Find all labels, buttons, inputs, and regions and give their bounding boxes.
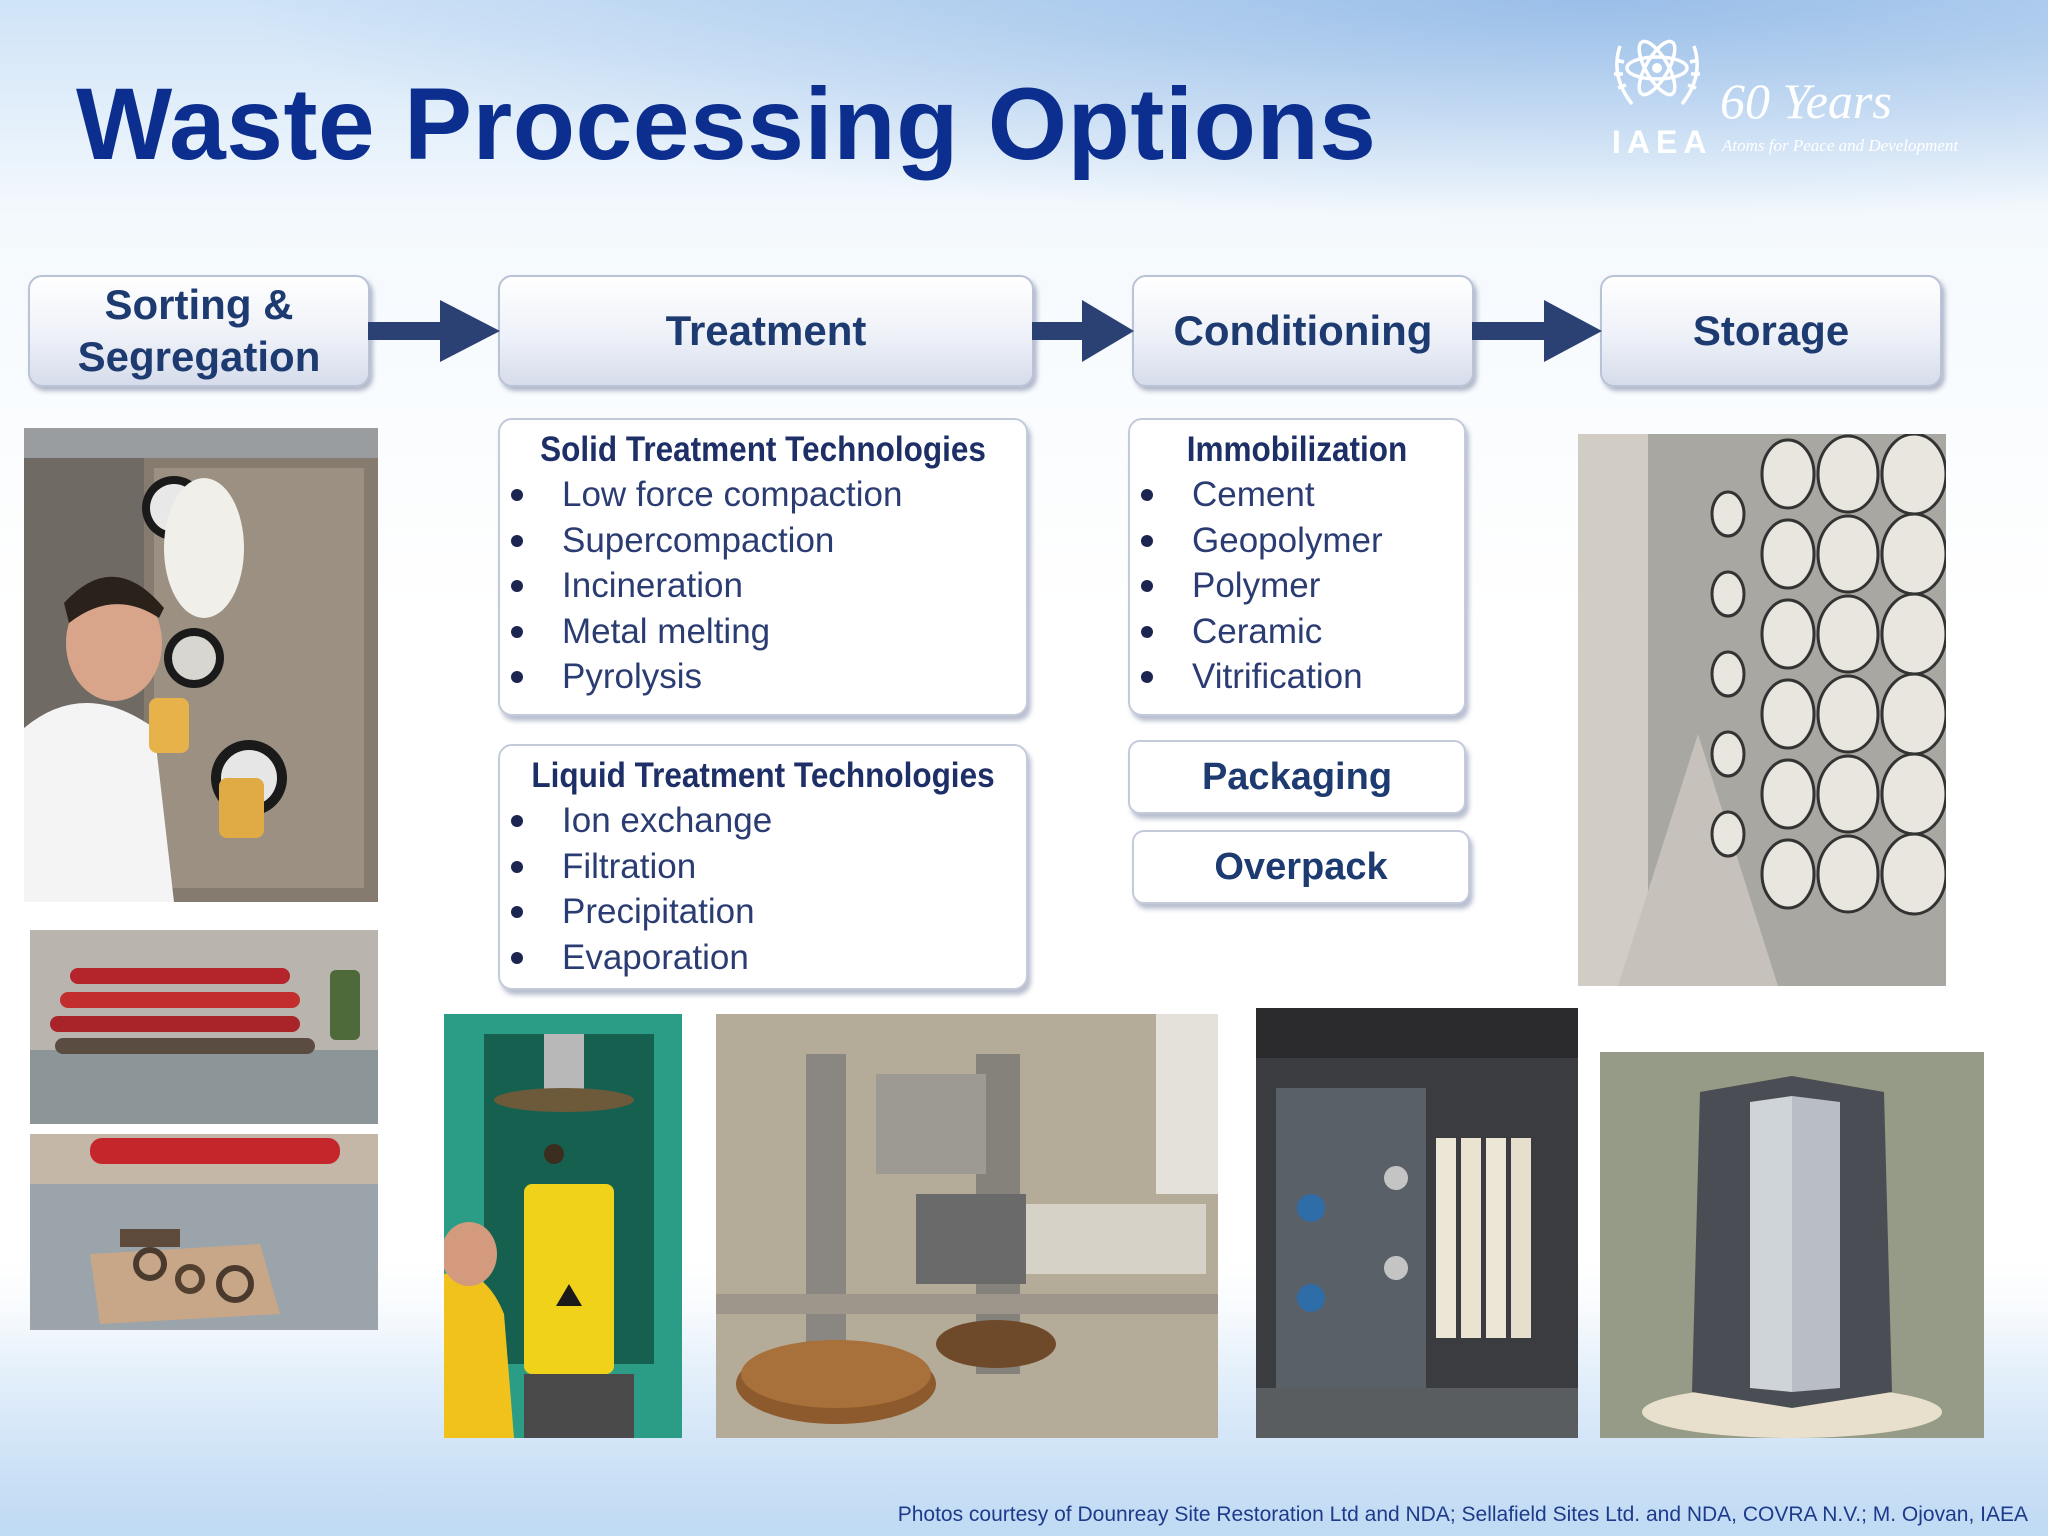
glovebox-worker-photo xyxy=(24,428,378,902)
overpack-box: Overpack xyxy=(1132,830,1470,904)
solid-treatment-list: Low force compaction Supercompaction Inc… xyxy=(500,472,1026,700)
liquid-treatment-list: Ion exchange Filtration Precipitation Ev… xyxy=(500,798,1026,980)
bullet-icon xyxy=(1141,625,1153,638)
photo-credit: Photos courtesy of Dounreay Site Restora… xyxy=(897,1503,2028,1526)
list-item: Incineration xyxy=(504,563,1026,609)
disposal-container-photo xyxy=(1600,1052,1984,1438)
filtration-unit-photo xyxy=(1256,1008,1578,1438)
list-item: Pyrolysis xyxy=(504,654,1026,700)
step-storage: Storage xyxy=(1600,275,1942,387)
list-item: Supercompaction xyxy=(504,518,1026,564)
step-treatment: Treatment xyxy=(498,275,1034,387)
supercompactor-photo xyxy=(716,1014,1218,1438)
scrap-metal-photo xyxy=(30,1134,378,1330)
bullet-icon xyxy=(511,951,523,964)
immobilization-box: Immobilization Cement Geopolymer Polymer… xyxy=(1128,418,1466,716)
header-gradient xyxy=(0,0,2048,260)
list-item: Low force compaction xyxy=(504,472,1026,518)
bullet-icon xyxy=(1141,489,1153,501)
immobilization-list: Cement Geopolymer Polymer Ceramic Vitrif… xyxy=(1130,472,1464,700)
list-item: Ceramic xyxy=(1134,609,1464,655)
iaea-60-years-logo: 60 Years IAEA Atoms for Peace and Develo… xyxy=(1598,26,2008,166)
arrow-right-icon xyxy=(368,300,500,362)
bullet-icon xyxy=(1141,534,1153,547)
solid-treatment-title: Solid Treatment Technologies xyxy=(540,430,986,469)
bullet-icon xyxy=(1141,671,1153,684)
logo-years-text: 60 Years xyxy=(1720,73,1892,129)
drum-compactor-photo xyxy=(444,1014,682,1438)
arrow-right-icon xyxy=(1472,300,1602,362)
step-conditioning-label: Conditioning xyxy=(1173,306,1433,354)
list-item: Metal melting xyxy=(504,609,1026,655)
bullet-icon xyxy=(511,815,523,827)
list-item: Geopolymer xyxy=(1134,518,1464,564)
list-item: Evaporation xyxy=(504,935,1026,981)
bullet-icon xyxy=(511,906,523,919)
packaging-box: Packaging xyxy=(1128,740,1466,814)
step-conditioning: Conditioning xyxy=(1132,275,1474,387)
list-item: Ion exchange xyxy=(504,798,1026,844)
step-treatment-label: Treatment xyxy=(665,306,867,354)
bullet-icon xyxy=(1141,580,1153,593)
step-sorting-segregation: Sorting & Segregation xyxy=(28,275,370,387)
list-item: Filtration xyxy=(504,844,1026,890)
liquid-treatment-box: Liquid Treatment Technologies Ion exchan… xyxy=(498,744,1028,990)
bullet-icon xyxy=(511,534,523,547)
pipes-photo xyxy=(30,930,378,1124)
list-item: Cement xyxy=(1134,472,1464,518)
solid-treatment-box: Solid Treatment Technologies Low force c… xyxy=(498,418,1028,716)
bullet-icon xyxy=(511,625,523,638)
liquid-treatment-title: Liquid Treatment Technologies xyxy=(531,756,995,795)
list-item: Precipitation xyxy=(504,889,1026,935)
atom-wreath-icon xyxy=(1614,39,1700,106)
logo-org-text: IAEA xyxy=(1612,124,1713,160)
arrow-right-icon xyxy=(1032,300,1134,362)
logo-tagline: Atoms for Peace and Development xyxy=(1722,136,1959,155)
bullet-icon xyxy=(511,489,523,501)
bullet-icon xyxy=(511,671,523,684)
step-sorting-label: Sorting & Segregation xyxy=(77,280,321,381)
step-storage-label: Storage xyxy=(1692,306,1850,354)
list-item: Polymer xyxy=(1134,563,1464,609)
bullet-icon xyxy=(511,580,523,593)
drum-storage-photo xyxy=(1578,434,1946,986)
immobilization-title: Immobilization xyxy=(1186,430,1408,469)
page-title: Waste Processing Options xyxy=(76,67,1377,181)
list-item: Vitrification xyxy=(1134,654,1464,700)
bullet-icon xyxy=(511,860,523,873)
